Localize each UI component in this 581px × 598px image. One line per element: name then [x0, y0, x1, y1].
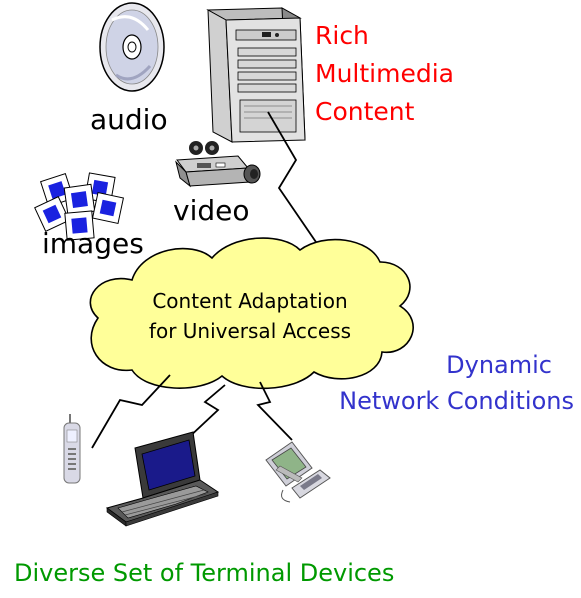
photo-slides-icon	[34, 172, 125, 241]
pda-icon	[265, 441, 331, 503]
server-network-link	[267, 111, 319, 246]
dynamic-network-conditions-label: Dynamic Network Conditions	[296, 347, 574, 419]
cloud-label-line-1: Content Adaptation	[152, 289, 348, 313]
phone-network-link	[91, 374, 171, 449]
server-tower-icon	[206, 7, 306, 143]
content-adaptation-cloud	[89, 237, 414, 390]
rich-label-line-3: Content	[315, 97, 415, 126]
laptop-icon	[105, 431, 220, 527]
cd-disc-icon	[99, 2, 165, 92]
video-projector-icon	[175, 141, 261, 188]
images-label: images	[42, 227, 144, 260]
cloud-label: Content Adaptation for Universal Access	[130, 286, 370, 346]
pda-network-link	[256, 381, 293, 441]
rich-label-line-2: Multimedia	[315, 59, 454, 88]
audio-label: audio	[90, 103, 168, 136]
network-label-line-1: Dynamic	[446, 351, 552, 379]
rich-label-line-1: Rich	[315, 21, 369, 50]
network-label-line-2: Network Conditions	[339, 387, 574, 415]
rich-multimedia-content-label: Rich Multimedia Content	[315, 17, 454, 131]
video-label: video	[173, 194, 250, 227]
mobile-phone-icon	[63, 414, 81, 484]
terminal-devices-label: Diverse Set of Terminal Devices	[14, 559, 395, 587]
laptop-network-link	[185, 384, 226, 441]
cloud-label-line-2: for Universal Access	[148, 319, 352, 343]
